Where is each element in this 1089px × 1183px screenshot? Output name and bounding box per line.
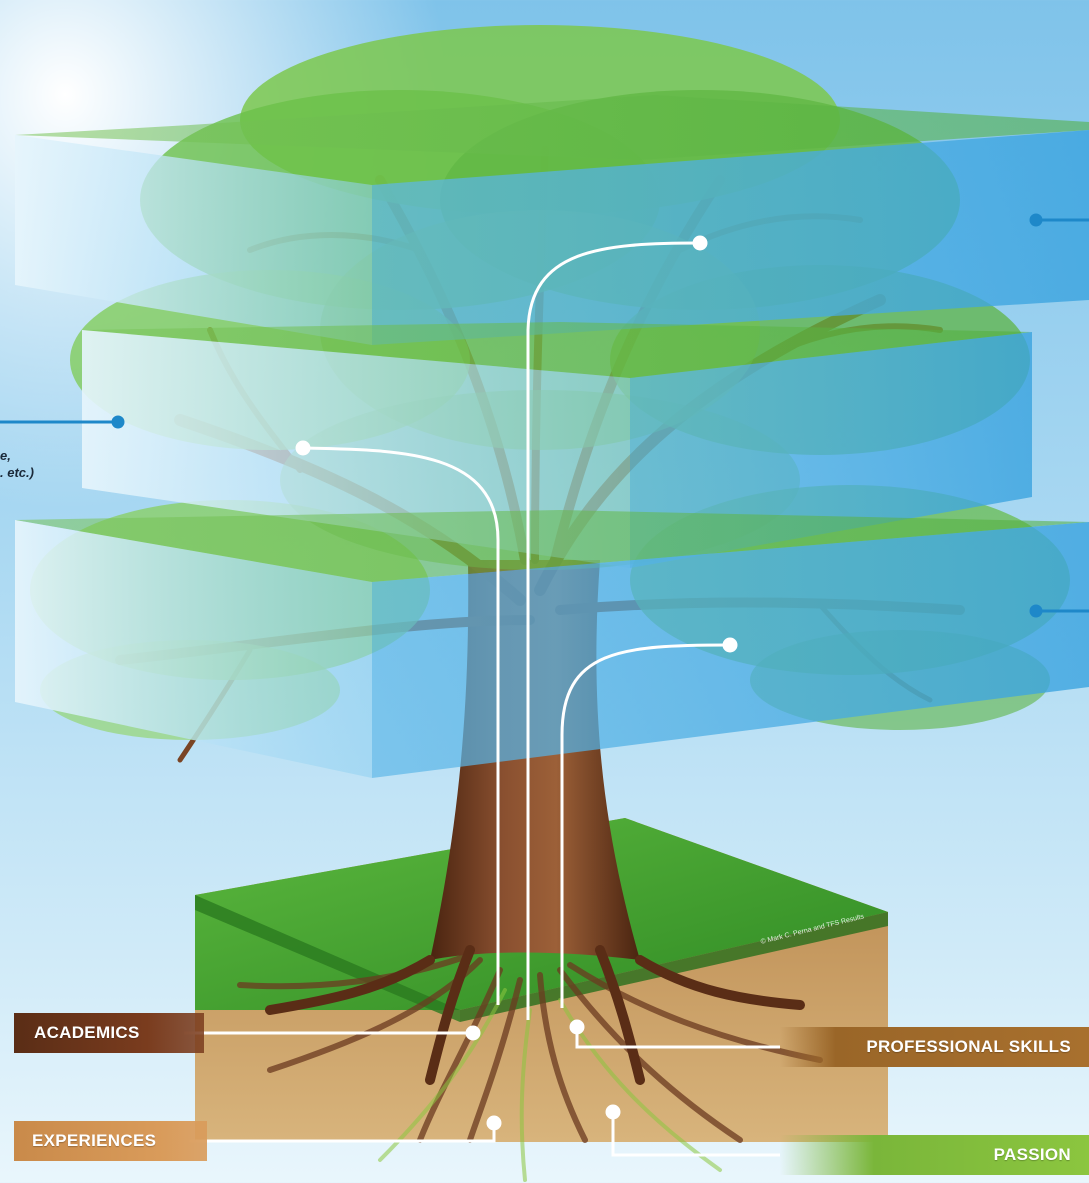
passion-label: PASSION: [780, 1135, 1089, 1175]
cropped-caption-line-1: e,: [0, 448, 11, 463]
cropped-caption-line-2: . etc.): [0, 465, 34, 480]
layer-pointers: [0, 213, 1089, 618]
experiences-label: EXPERIENCES: [14, 1121, 207, 1161]
professional-skills-label: PROFESSIONAL SKILLS: [780, 1027, 1089, 1067]
connector-lines: [295, 235, 738, 1020]
root-connectors: [184, 1019, 780, 1157]
academics-label: ACADEMICS: [14, 1013, 204, 1053]
layer-top: [15, 95, 1089, 345]
ground-block: [195, 818, 888, 1182]
